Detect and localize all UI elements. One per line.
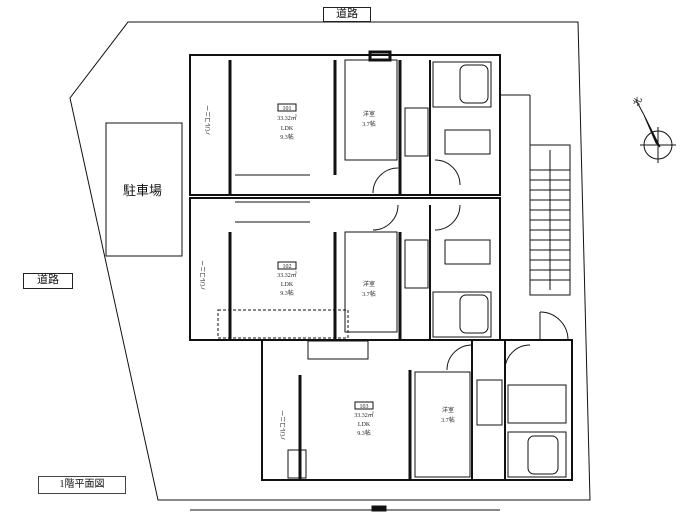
unit-102-id: 102: [283, 264, 292, 270]
unit-102-room: 洋室: [363, 280, 375, 288]
unit-102-ldk: LDK: [281, 282, 294, 288]
compass-north-label: 北: [631, 95, 644, 108]
site-boundary: [69, 21, 591, 501]
unit-103-area: 33.32㎡: [354, 411, 374, 419]
road-label-top: 道路: [323, 7, 371, 22]
compass-rose: [635, 99, 676, 163]
unit-102-ldk-size: 9.3帖: [280, 289, 294, 297]
unit-103-room: 洋室: [442, 406, 454, 414]
stairs: [500, 94, 571, 296]
unit-101-ldk: LDK: [281, 126, 294, 132]
road-label-left: 道路: [23, 273, 73, 289]
unit-103-label-box: [354, 401, 374, 410]
parking-area: [105, 122, 183, 257]
unit-102-walls: [189, 197, 501, 341]
unit-102-balcony: バルコニー: [200, 260, 207, 290]
unit-102-area: 33.32㎡: [277, 271, 297, 279]
unit-103-ldk: LDK: [358, 422, 371, 428]
unit-102-room-size: 3.7帖: [362, 290, 376, 298]
unit-103-room-size: 3.7帖: [441, 416, 455, 424]
floor-plan-caption: 1階平面図: [38, 476, 126, 494]
unit-101-room: 洋室: [363, 110, 375, 118]
unit-101-room-size: 3.7帖: [362, 120, 376, 128]
unit-103-id: 103: [360, 404, 369, 410]
unit-101-area: 33.32㎡: [277, 114, 297, 122]
unit-103-walls: [261, 311, 573, 481]
unit-101-walls: [189, 50, 501, 196]
unit-103-balcony: バルコニー: [280, 410, 287, 440]
unit-101-id: 101: [283, 106, 292, 112]
unit-101-balcony: バルコニー: [205, 105, 212, 135]
parking-label: 駐車場: [123, 183, 163, 198]
unit-103-ldk-size: 9.3帖: [357, 429, 371, 437]
unit-101-label-box: [277, 103, 297, 112]
unit-101-ldk-size: 9.3帖: [280, 133, 294, 141]
unit-102-label-box: [277, 261, 297, 270]
